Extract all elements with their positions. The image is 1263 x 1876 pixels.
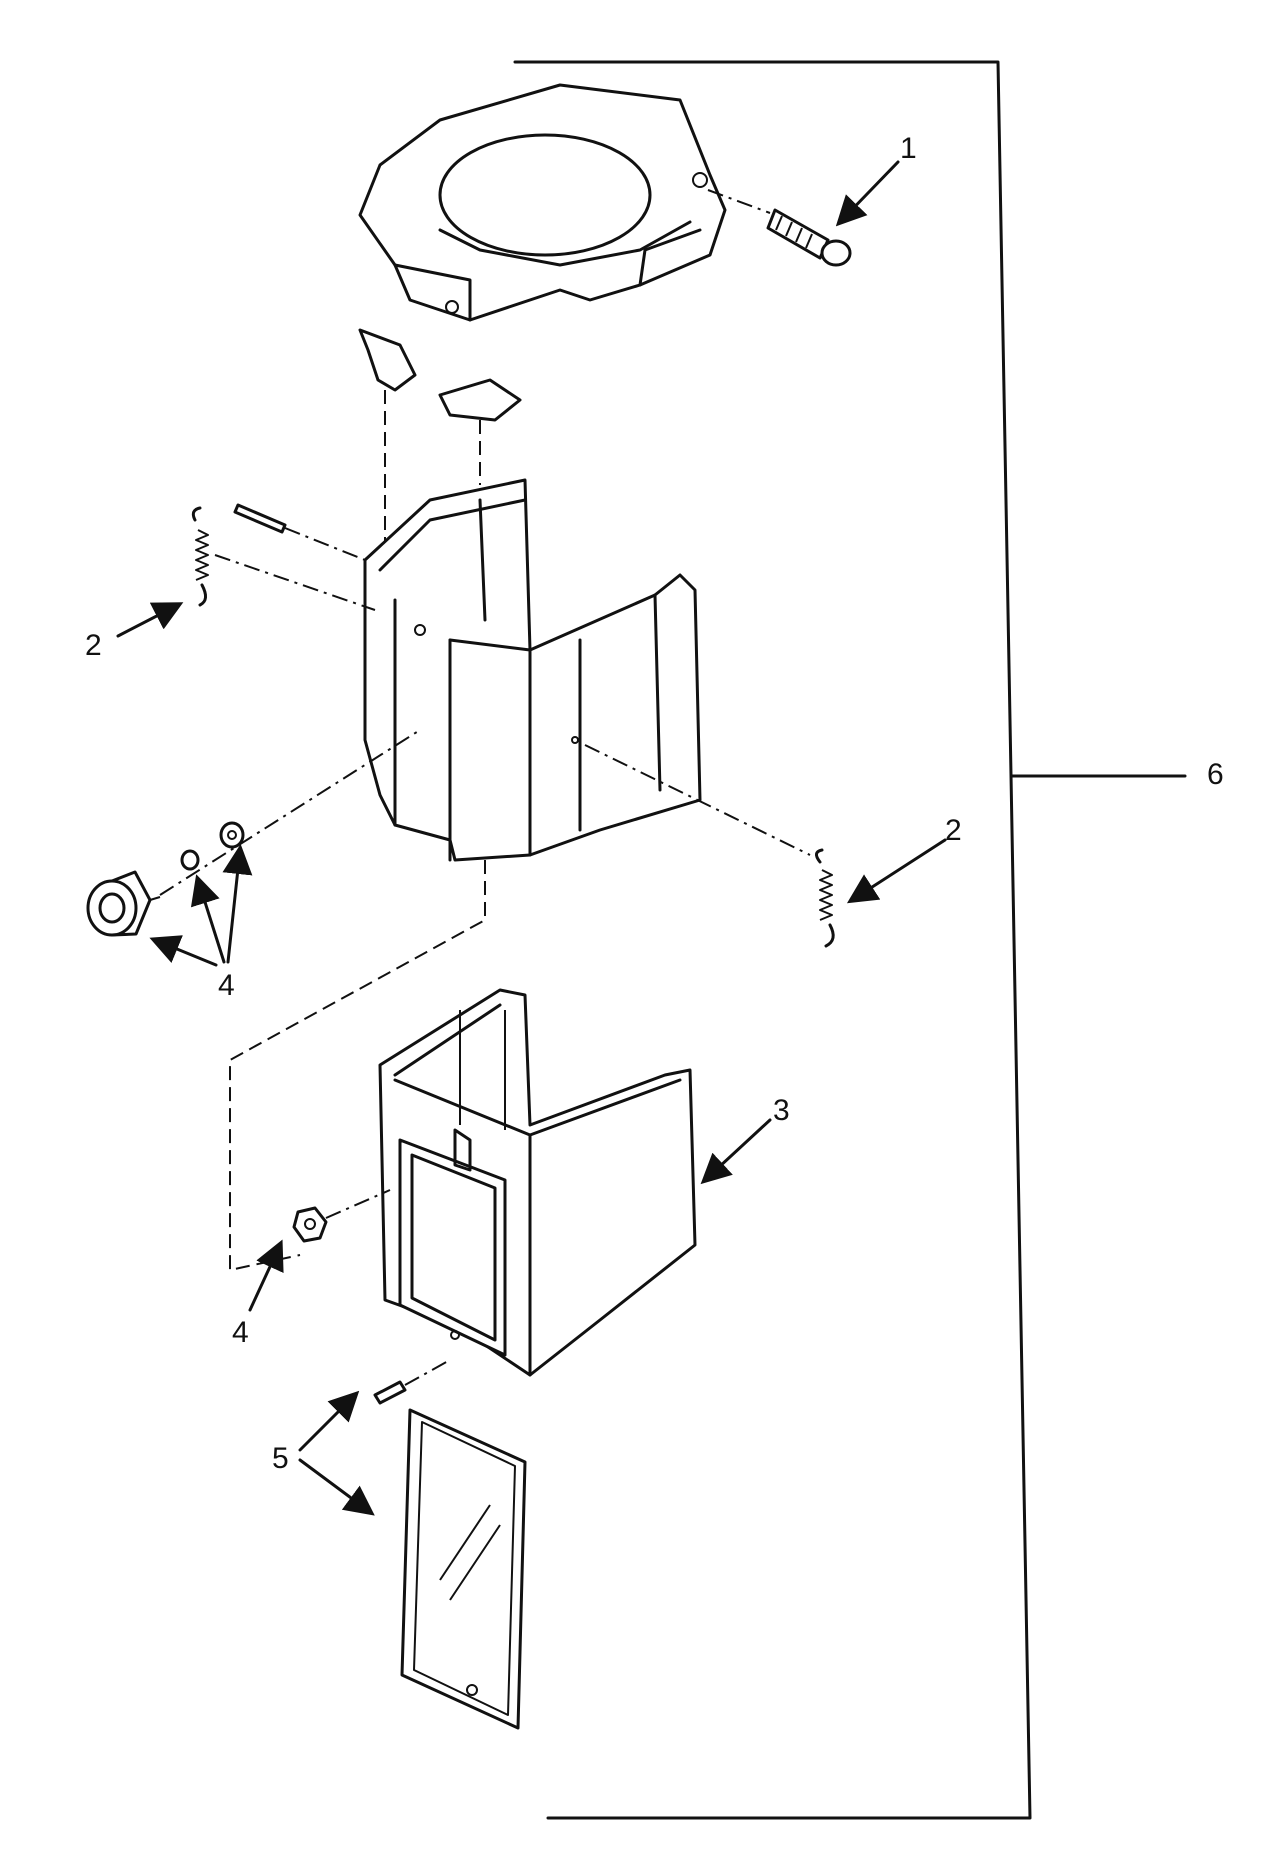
cap-screw xyxy=(707,189,852,267)
callout-2-right: 2 xyxy=(945,814,962,847)
right-spring xyxy=(584,744,835,948)
callout-6: 6 xyxy=(1207,758,1224,791)
callout-4-upper: 4 xyxy=(218,969,235,1002)
callout-3: 3 xyxy=(773,1094,790,1127)
top-collar-part xyxy=(358,83,727,322)
left-spring xyxy=(191,503,376,611)
callout-4-lower: 4 xyxy=(232,1316,249,1349)
hex-nut xyxy=(292,1189,391,1243)
window-pane xyxy=(400,1408,527,1730)
callout-1: 1 xyxy=(900,132,917,165)
callout-5: 5 xyxy=(272,1442,289,1475)
wedge-blocks xyxy=(358,328,522,545)
callout-2-left: 2 xyxy=(85,629,102,662)
assembly-bracket xyxy=(513,60,1187,1820)
adjustment-knob xyxy=(86,729,421,937)
leader-arrows xyxy=(116,160,947,1516)
window-pin xyxy=(373,1359,451,1405)
lower-housing xyxy=(378,988,697,1377)
main-housing-frame xyxy=(363,478,702,862)
